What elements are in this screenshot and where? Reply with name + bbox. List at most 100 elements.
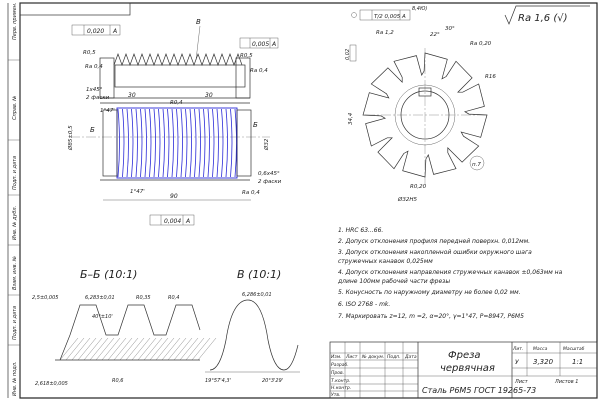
end-view: п.7 T/2 0,005 А 8,4Ю) 30° 22° Ra 1,2 Ra …: [345, 6, 496, 203]
svg-text:Изм.: Изм.: [331, 354, 342, 360]
svg-text:R0,4: R0,4: [170, 100, 183, 106]
thread-line: [140, 108, 143, 178]
thread-line: [180, 108, 183, 178]
side-label-podp2: Подп. и дата: [12, 306, 18, 340]
svg-text:1°47': 1°47': [100, 108, 115, 114]
svg-text:20°3'29': 20°3'29': [262, 378, 283, 384]
hatch-line: [71, 337, 91, 361]
hatch-line: [59, 337, 79, 361]
hatch-line: [65, 337, 85, 361]
side-label-inv-dubl: Инв. № дубл.: [12, 206, 18, 240]
svg-text:Ra 0,4: Ra 0,4: [250, 68, 268, 74]
note-6: 6. ISO 2768 - mk.: [338, 301, 390, 308]
section-bb-title: Б–Б (10:1): [80, 268, 137, 281]
svg-text:1:1: 1:1: [572, 358, 583, 366]
svg-text:Ra 0,4: Ra 0,4: [242, 190, 260, 196]
hatch-line: [185, 337, 205, 361]
thread-line: [122, 108, 125, 178]
bore-tol-frame: [71, 24, 121, 36]
thread-line: [212, 108, 215, 178]
hatch-line: [179, 337, 199, 361]
gear-profile: [362, 52, 488, 178]
note-5: 5. Конусность по наружному диаметру не б…: [338, 289, 521, 296]
note-2: 2. Допуск отклонения профиля передней по…: [338, 238, 530, 245]
section-bb: Б–Б (10:1) 2,5±0,005 6,283±0,01 R0,35 R0…: [32, 268, 217, 387]
cut-mark-b-left: Б: [90, 126, 95, 134]
thread-line: [207, 108, 210, 178]
side-label-inv-podl: Инв. № подл.: [12, 362, 18, 397]
svg-text:Н.контр.: Н.контр.: [331, 385, 351, 391]
svg-text:У: У: [515, 359, 519, 366]
thread-line: [230, 108, 233, 178]
svg-text:Масштаб: Масштаб: [563, 346, 585, 352]
svg-text:1х45°: 1х45°: [86, 87, 103, 93]
hatch-line: [137, 337, 157, 361]
svg-text:№ докум.: № докум.: [361, 354, 384, 360]
hatch-line: [119, 337, 139, 361]
side-label-podp1: Подп. и дата: [12, 156, 18, 190]
thread-line: [171, 108, 174, 178]
note-1: 1. HRC 63...66.: [338, 227, 383, 234]
hatch-line: [113, 337, 133, 361]
section-v-profile: [209, 299, 299, 371]
svg-text:Дата: Дата: [404, 354, 417, 360]
bore-circle: [400, 90, 450, 140]
svg-text:R0,35: R0,35: [136, 295, 151, 301]
hatch-line: [155, 337, 175, 361]
part-name-1: Фреза: [448, 350, 481, 361]
thread-line: [126, 108, 129, 178]
side-label-sprav: Справ. №: [12, 96, 18, 120]
svg-text:T/2 0,005: T/2 0,005: [374, 14, 401, 20]
thread-line: [225, 108, 228, 178]
thread-line: [221, 108, 224, 178]
svg-text:2 фаски: 2 фаски: [258, 179, 282, 185]
thread-line: [167, 108, 170, 178]
svg-text:0,02: 0,02: [345, 49, 351, 60]
drawing-frame: [19, 2, 598, 399]
front-view: 90 0,004 А 0,020 А 0,005 А R0,5 Ra 0,4 R…: [67, 18, 282, 226]
roughness-symbol: Ra 1,6 (√): [504, 5, 590, 25]
svg-text:Масса: Масса: [533, 346, 548, 352]
svg-text:1°47': 1°47': [130, 189, 145, 195]
hatch-line: [77, 337, 97, 361]
cut-mark-b-right: Б: [253, 121, 258, 129]
svg-text:Ra 0,4: Ra 0,4: [85, 64, 103, 70]
hatch-line: [149, 337, 169, 361]
svg-text:0,004: 0,004: [164, 218, 181, 225]
hub-top: [114, 64, 246, 88]
top-stamp-box: [19, 2, 131, 16]
thread-line: [185, 108, 188, 178]
collar-left-bottom: [102, 109, 118, 177]
note-4b: длине 100мм рабочей части фрезы: [337, 278, 450, 285]
thread-line: [198, 108, 201, 178]
thread-line: [234, 108, 237, 178]
hatch-line: [101, 337, 121, 361]
side-labels: Перв. примен. Справ. № Подп. и дата Инв.…: [12, 2, 18, 396]
svg-text:30°: 30°: [445, 26, 455, 32]
svg-text:2,618±0,005: 2,618±0,005: [35, 381, 68, 387]
svg-text:Лист: Лист: [345, 354, 358, 360]
hatch-line: [197, 337, 217, 361]
note-7: 7. Маркировать z=12, m =2, α=20°, γ=1°47…: [338, 313, 524, 320]
hatch-line: [173, 337, 193, 361]
note-4: 4. Допуск отклонения направления стружеч…: [338, 269, 563, 276]
svg-text:2,5±0,005: 2,5±0,005: [32, 295, 58, 301]
svg-text:А: А: [401, 14, 406, 20]
thread-line: [144, 108, 147, 178]
thread-lines-blue: [117, 108, 237, 178]
svg-text:Подп.: Подп.: [387, 354, 401, 360]
svg-text:R0,6: R0,6: [112, 378, 123, 384]
collar-right-bottom: [236, 109, 252, 177]
svg-text:Листов 1: Листов 1: [554, 379, 578, 385]
runout-frame: [149, 214, 195, 226]
svg-text:Ø32: Ø32: [263, 138, 270, 151]
svg-text:6,283±0,01: 6,283±0,01: [85, 295, 115, 301]
svg-text:Ra 0,20: Ra 0,20: [470, 41, 492, 47]
svg-text:0,020: 0,020: [87, 28, 104, 35]
thread-line: [153, 108, 156, 178]
note-circle: [469, 155, 485, 171]
hatch-line: [107, 337, 127, 361]
svg-text:Ra 1,6 (√): Ra 1,6 (√): [518, 13, 568, 24]
svg-text:п.7: п.7: [472, 162, 481, 168]
